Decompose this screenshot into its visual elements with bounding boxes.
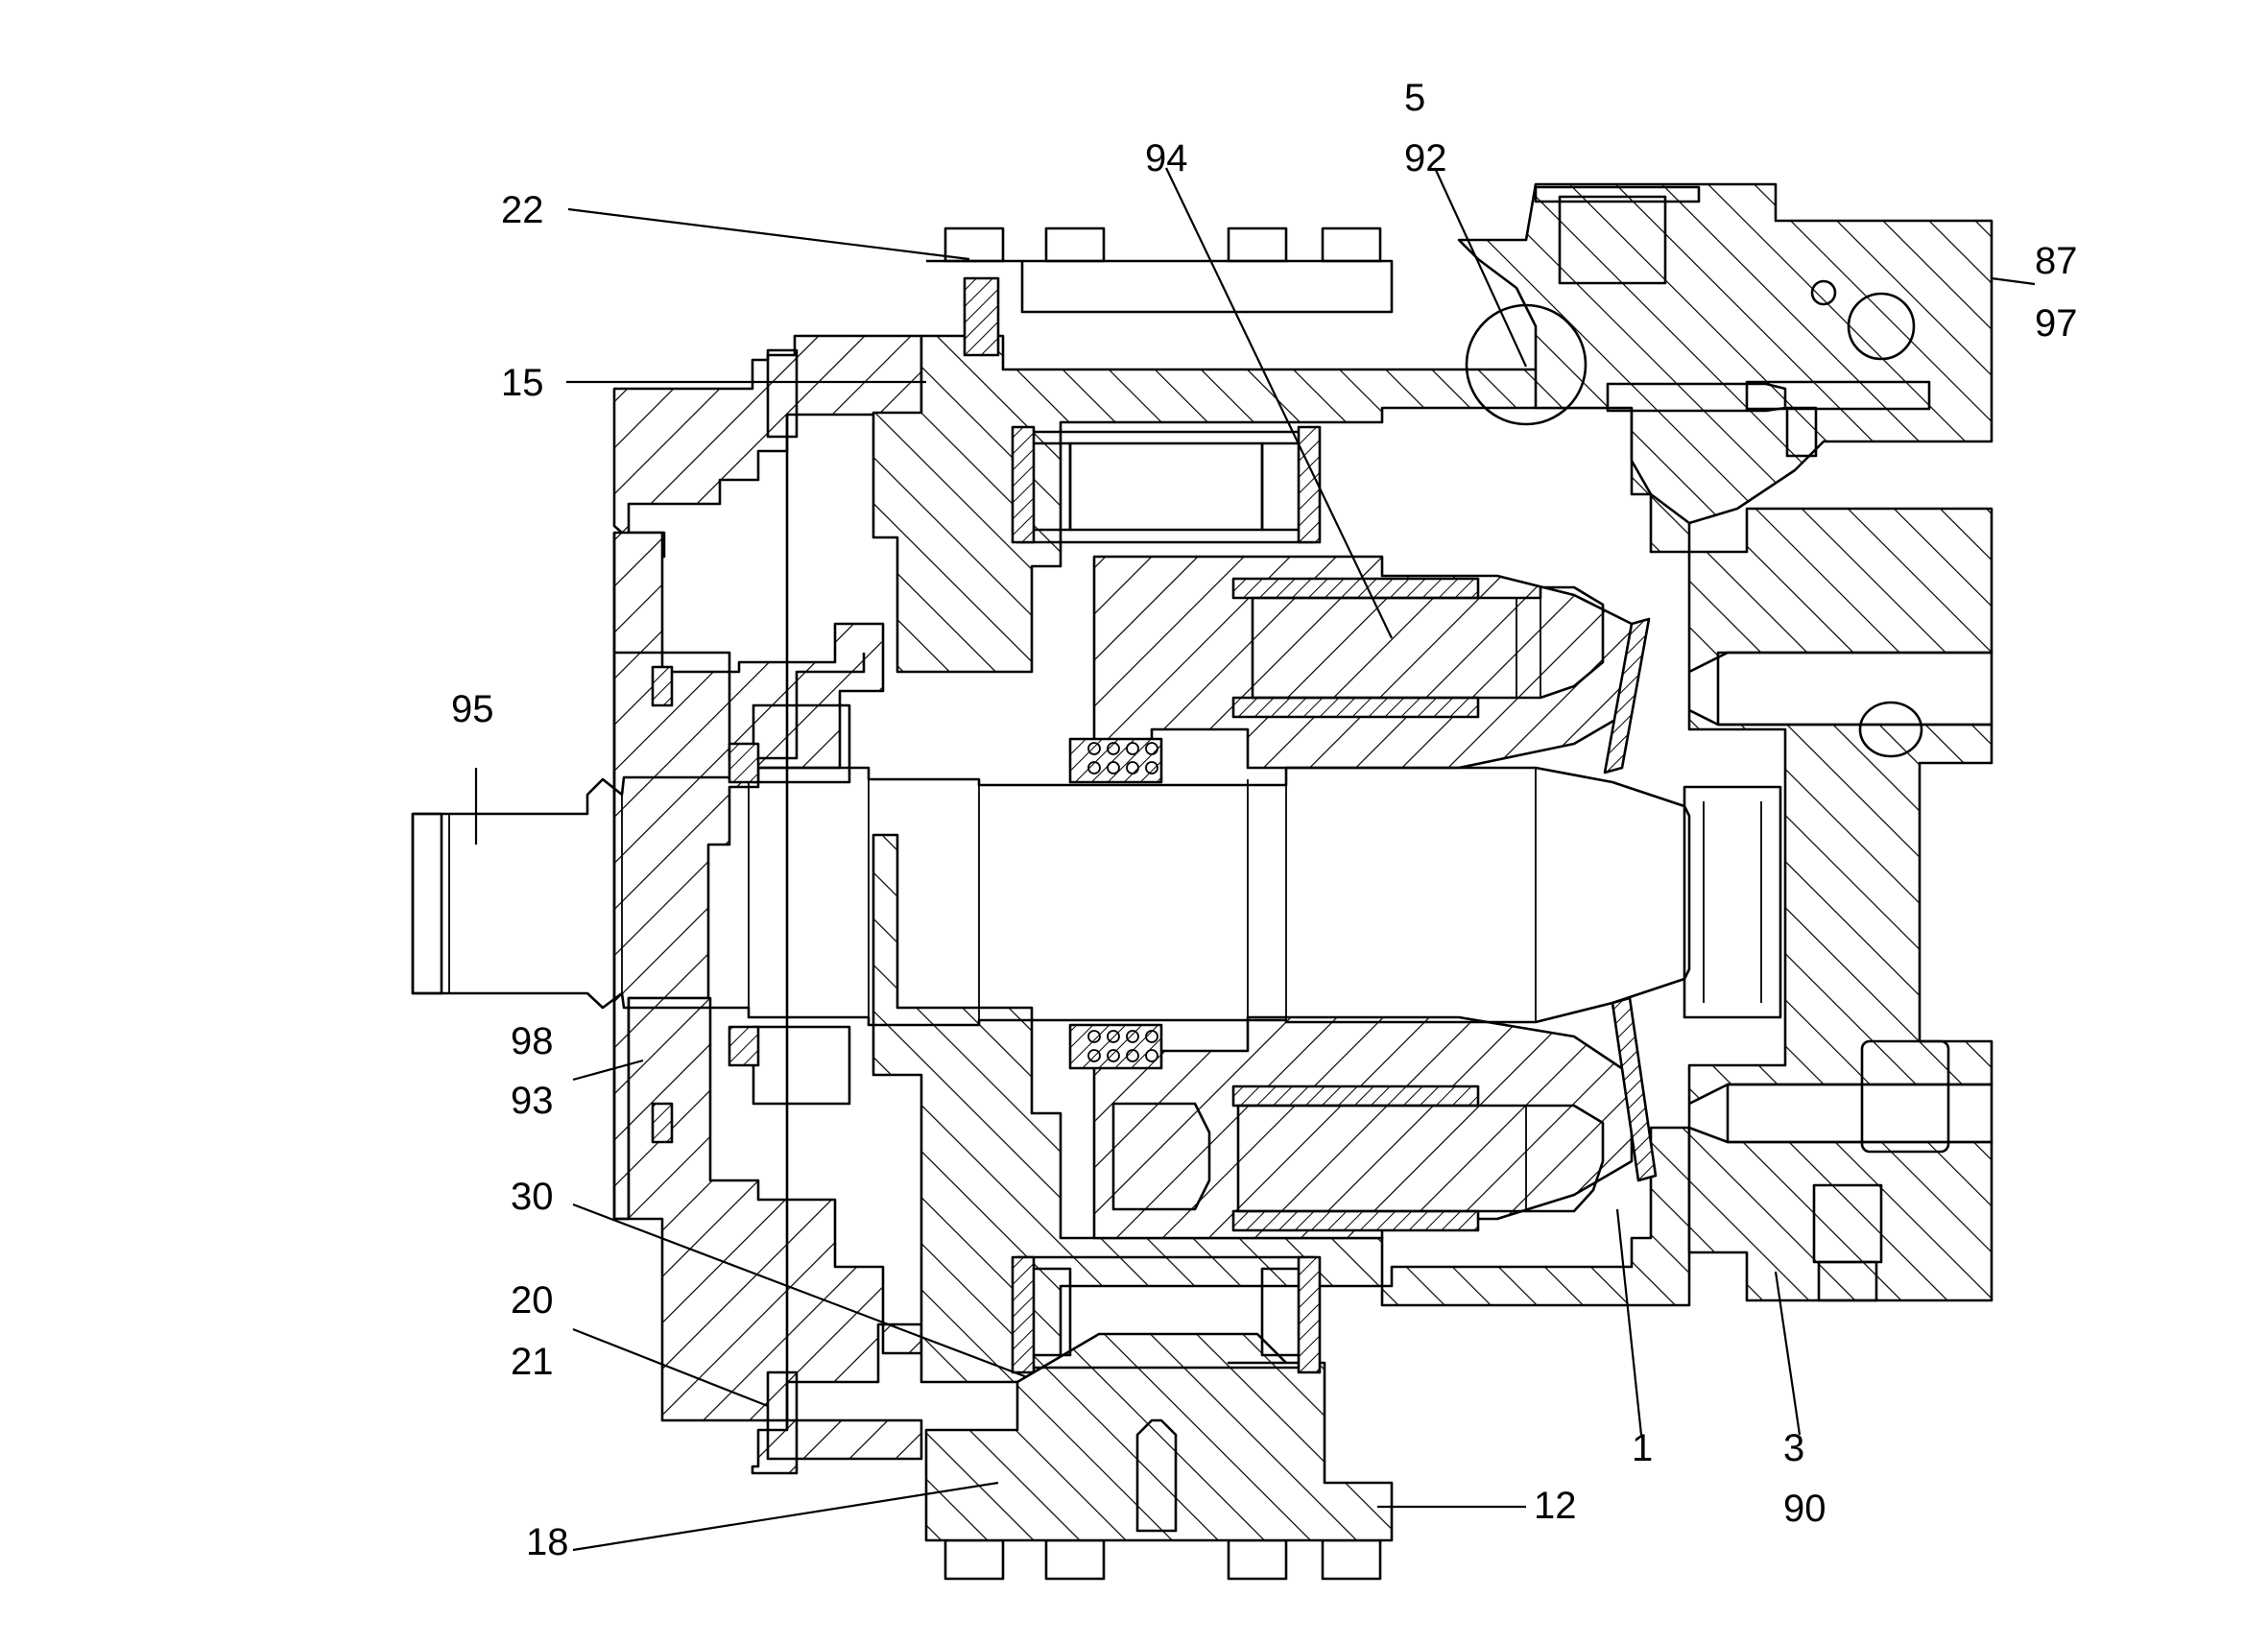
rear-bearing	[1683, 785, 1782, 1019]
mounting-lugs	[766, 348, 799, 1461]
top-flange-pads	[926, 226, 1394, 357]
control-housing	[1457, 182, 1993, 525]
drive-shaft	[411, 766, 1691, 1027]
callout-20: 20	[511, 1279, 554, 1322]
callout-98: 98	[511, 1020, 554, 1062]
callout-30: 30	[511, 1176, 554, 1218]
callout-labels: 5 92 94 22 87 97 15 95 98 93 30 20 21 18…	[451, 77, 2078, 1563]
output-shaft-stub	[411, 812, 443, 995]
shaft-seal	[614, 651, 866, 1144]
callout-22: 22	[501, 189, 544, 231]
callout-3: 3	[1783, 1427, 1804, 1469]
callout-18: 18	[526, 1521, 569, 1563]
piston-bottom	[1111, 1084, 1605, 1232]
cylinder-block	[1092, 555, 1634, 1240]
callout-15: 15	[501, 362, 544, 404]
callout-21: 21	[511, 1341, 554, 1383]
return-spring	[1068, 737, 1163, 1070]
swash-plate	[1603, 617, 1658, 1182]
callout-97: 97	[2035, 302, 2078, 345]
front-housing	[612, 334, 923, 1475]
leader-lines	[474, 167, 2036, 1552]
callout-93: 93	[511, 1080, 554, 1122]
callout-1: 1	[1632, 1427, 1653, 1469]
end-housing	[1687, 507, 1993, 1302]
callout-87: 87	[2035, 240, 2078, 282]
callout-95: 95	[451, 688, 494, 730]
bearing-bottom	[1011, 1255, 1322, 1374]
piston-top	[1231, 577, 1605, 719]
bottom-flange-pads	[924, 1332, 1394, 1581]
callout-12: 12	[1534, 1485, 1577, 1527]
callout-94: 94	[1145, 137, 1188, 179]
callout-92: 92	[1404, 137, 1447, 179]
callout-90: 90	[1783, 1488, 1826, 1530]
callout-5: 5	[1404, 77, 1425, 119]
